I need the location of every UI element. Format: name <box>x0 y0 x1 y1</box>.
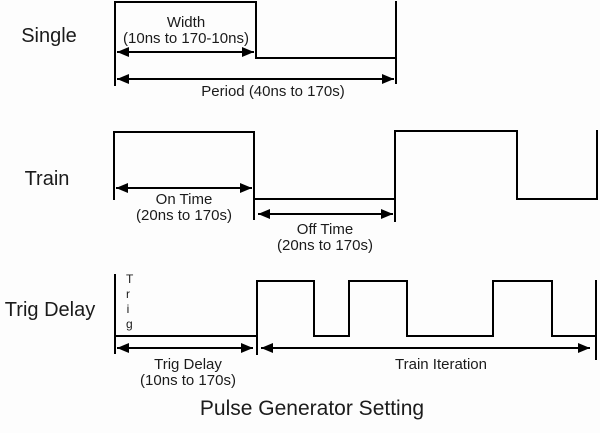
train-second-pulse-path <box>394 130 598 222</box>
row-label-trig-delay: Trig Delay <box>4 299 96 321</box>
on-time-annotation-title: On Time <box>155 191 213 208</box>
row-label-single: Single <box>21 25 77 47</box>
off-time-annotation: Off Time (20ns to 170s) <box>277 222 373 254</box>
off-time-annotation-range: (20ns to 170s) <box>277 237 373 254</box>
single-pulse-path <box>114 1 396 86</box>
on-time-annotation-range: (20ns to 170s) <box>136 207 232 224</box>
width-annotation-range: (10ns to 170-10ns) <box>123 30 249 47</box>
on-time-annotation: On Time (20ns to 170s) <box>136 192 232 224</box>
train-first-pulse-path <box>113 131 255 220</box>
off-time-annotation-title: Off Time <box>296 221 354 238</box>
trig-delay-annotation: Trig Delay (10ns to 170s) <box>140 357 236 389</box>
period-annotation: Period (40ns to 170s) <box>201 83 345 100</box>
train-iteration-annotation: Train Iteration <box>395 356 487 373</box>
row-label-train: Train <box>24 168 70 190</box>
width-annotation-title: Width <box>166 14 206 31</box>
trig-pulse-train-path <box>256 280 596 355</box>
diagram-title: Pulse Generator Setting <box>199 397 425 420</box>
trig-vertical-label: Trig <box>126 272 134 331</box>
trig-delay-annotation-range: (10ns to 170s) <box>140 372 236 389</box>
trig-delay-annotation-title: Trig Delay <box>154 356 222 373</box>
width-annotation: Width (10ns to 170-10ns) <box>123 15 249 47</box>
